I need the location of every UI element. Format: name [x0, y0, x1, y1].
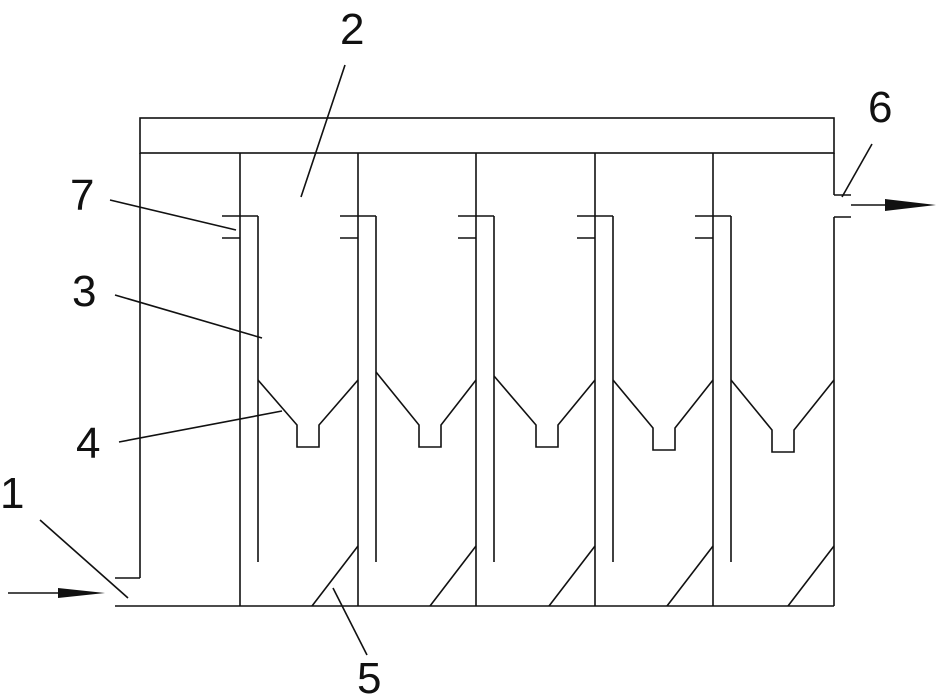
- partition-1: [222, 153, 259, 606]
- partition-5: [695, 153, 732, 606]
- label-1: 1: [0, 469, 24, 518]
- bottom-baffles: [311, 545, 835, 607]
- leader-lines: [39, 64, 873, 656]
- label-5: 5: [357, 654, 381, 698]
- hopper-5: [730, 379, 835, 453]
- partition-2: [340, 153, 377, 606]
- label-4: 4: [76, 419, 100, 468]
- hopper-2: [375, 371, 477, 448]
- top-channel: [139, 117, 835, 154]
- partition-3: [458, 153, 495, 606]
- partition-4: [577, 153, 614, 606]
- label-2: 2: [340, 5, 364, 54]
- tank-body: [115, 153, 835, 607]
- label-6: 6: [868, 83, 892, 132]
- hopper-1: [257, 379, 359, 448]
- inlet-arrow: [8, 588, 105, 598]
- label-3: 3: [72, 267, 96, 316]
- label-7: 7: [70, 171, 94, 220]
- hopper-4: [612, 379, 714, 451]
- hopper-3: [493, 375, 596, 448]
- outlet-pipe: [834, 194, 936, 218]
